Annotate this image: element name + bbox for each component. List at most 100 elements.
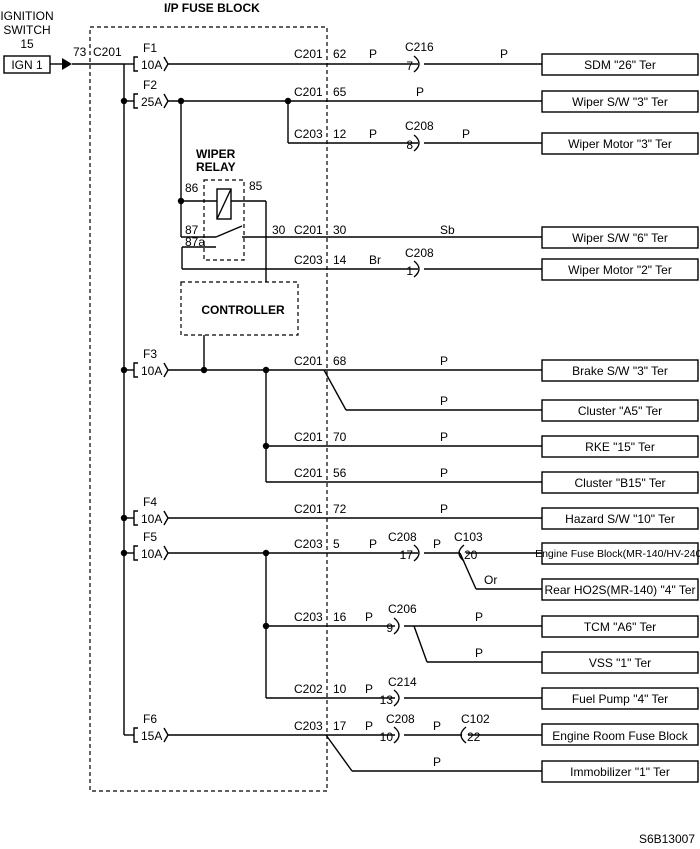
wire-6-color: P <box>440 394 448 408</box>
wire-3-connector: C201 <box>294 223 323 237</box>
wire-10-inline-connector: C208 <box>388 530 417 544</box>
wire-12-pin: 16 <box>333 610 347 624</box>
wire-14-inline-pin: 13 <box>380 693 394 707</box>
wire-4-connector: C203 <box>294 253 323 267</box>
destination-engine-fuse-block: Engine Fuse Block(MR-140/HV-240) <box>535 548 700 560</box>
wire-10-connector: C203 <box>294 537 323 551</box>
wire-14-connector: C202 <box>294 682 323 696</box>
controller-box <box>180 281 299 336</box>
splice-dots <box>120 97 292 630</box>
destination-vss: VSS "1" Ter <box>589 656 651 670</box>
destination-rear-ho2s: Rear HO2S(MR-140) "4" Ter <box>544 583 695 597</box>
fuse-block-boundary <box>89 26 328 792</box>
destination-wiper-sw-6: Wiper S/W "6" Ter <box>572 231 668 245</box>
wire-12-color: P <box>365 610 373 624</box>
fuse-f2-name: F2 <box>143 78 157 92</box>
wire-4-pin: 14 <box>333 253 347 267</box>
destination-cluster-b15: Cluster "B15" Ter <box>574 476 665 490</box>
wire-12-color2: P <box>475 610 483 624</box>
fuse-f6-rating: 15A <box>141 729 162 743</box>
ignition-title-line3: 15 <box>20 37 34 51</box>
wire-2-pin: 12 <box>333 127 347 141</box>
relay-title-line1: WIPER <box>196 147 236 161</box>
wire-14-inline-connector: C214 <box>388 675 417 689</box>
wire-5-connector: C201 <box>294 354 323 368</box>
wire-7-color: P <box>440 430 448 444</box>
wire-14-color: P <box>365 682 373 696</box>
fuse-block-title: I/P FUSE BLOCK <box>164 1 260 15</box>
wiper-relay-boundary <box>203 179 245 261</box>
destination-cluster-a5: Cluster "A5" Ter <box>578 404 662 418</box>
wire-2-inline-connector: C208 <box>405 119 434 133</box>
wire-15-color2: P <box>433 719 441 733</box>
relay-pin-85: 85 <box>249 179 263 193</box>
wire-10-inline2-pin: 20 <box>464 548 478 562</box>
wire-9-color: P <box>440 502 448 516</box>
wire-15-connector: C203 <box>294 719 323 733</box>
destination-immobilizer: Immobilizer "1" Ter <box>570 765 670 779</box>
wire-10-inline2-connector: C103 <box>454 530 483 544</box>
destination-wiper-sw-3: Wiper S/W "3" Ter <box>572 95 668 109</box>
ignition-title-line1: IGNITION <box>0 9 53 23</box>
wire-8-connector: C201 <box>294 466 323 480</box>
wire-1-connector: C201 <box>294 85 323 99</box>
destination-engine-room-fuse-block: Engine Room Fuse Block <box>552 729 688 743</box>
wire-0-pin: 62 <box>333 47 347 61</box>
fuse-f3-name: F3 <box>143 347 157 361</box>
wire-4-color: Br <box>369 253 381 267</box>
wire-15-inline2-connector: C102 <box>461 712 490 726</box>
wire-0-inline-pin: 7 <box>406 59 413 73</box>
wire-0-inline-connector: C216 <box>405 40 434 54</box>
wire-4-inline-connector: C208 <box>405 246 434 260</box>
wire-2-color: P <box>369 127 377 141</box>
wire-12-inline-pin: 9 <box>386 621 393 635</box>
destination-wiper-motor-3: Wiper Motor "3" Ter <box>568 137 672 151</box>
wire-12-inline-connector: C206 <box>388 602 417 616</box>
destination-tcm: TCM "A6" Ter <box>584 620 656 634</box>
wire-2-inline-pin: 8 <box>406 138 413 152</box>
wire-10-inline-pin: 17 <box>400 548 414 562</box>
wire-0-connector: C201 <box>294 47 323 61</box>
fuse-f6-name: F6 <box>143 712 157 726</box>
relay-pin-87a: 87a <box>185 235 205 249</box>
wire-0-color: P <box>369 47 377 61</box>
wire-3-pin: 30 <box>333 223 347 237</box>
wire-9-connector: C201 <box>294 502 323 516</box>
wire-14-pin: 10 <box>333 682 347 696</box>
wire-layer <box>3 26 699 792</box>
fuse-symbols <box>133 56 169 743</box>
wire-9-pin: 72 <box>333 502 347 516</box>
wire-1-color: P <box>416 85 424 99</box>
wire-1-pin: 65 <box>333 85 347 99</box>
fuse-f2-rating: 25A <box>141 95 162 109</box>
wire-10-pin: 5 <box>333 537 340 551</box>
wire-0-color2: P <box>500 47 508 61</box>
destination-fuel-pump: Fuel Pump "4" Ter <box>572 692 668 706</box>
wire-5-color: P <box>440 354 448 368</box>
relay-title-line2: RELAY <box>196 160 236 174</box>
wire-7-connector: C201 <box>294 430 323 444</box>
relay-pin-86: 86 <box>185 181 199 195</box>
wire-16-color: P <box>433 755 441 769</box>
destination-boxes <box>541 53 699 783</box>
wire-2-color2: P <box>462 127 470 141</box>
wire-15-inline2-pin: 22 <box>467 730 481 744</box>
fuse-f1-rating: 10A <box>141 58 162 72</box>
ignition-switch-label: IGNITION SWITCH 15 <box>0 9 53 51</box>
fuse-f5-name: F5 <box>143 530 157 544</box>
destination-sdm: SDM "26" Ter <box>584 58 656 72</box>
wire-8-color: P <box>440 466 448 480</box>
wire-4-inline-pin: 1 <box>406 264 413 278</box>
fuse-f3-rating: 10A <box>141 364 162 378</box>
wire-11-color: Or <box>484 573 497 587</box>
wire-15-color: P <box>365 719 373 733</box>
ignition-connector: C201 <box>93 45 122 59</box>
wire-7-pin: 70 <box>333 430 347 444</box>
ignition-pin: 73 <box>73 45 87 59</box>
ignition-title-line2: SWITCH <box>3 23 50 37</box>
fuse-f1-name: F1 <box>143 41 157 55</box>
wire-15-pin: 17 <box>333 719 347 733</box>
wire-10-color: P <box>369 537 377 551</box>
wire-3-color: Sb <box>440 223 455 237</box>
